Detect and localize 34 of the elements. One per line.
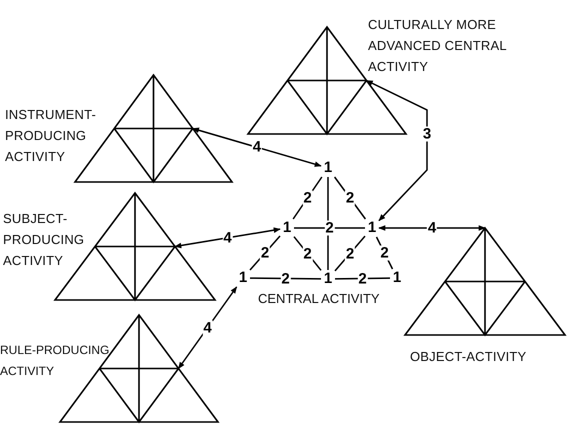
edge-label: 4 bbox=[426, 220, 438, 236]
edge-label: 2 bbox=[379, 246, 390, 260]
edge-label: 3 bbox=[422, 126, 432, 142]
connector-line bbox=[327, 177, 329, 270]
vertex-number: 1 bbox=[281, 220, 293, 236]
edge-label: 2 bbox=[280, 271, 291, 286]
vertex-number: 1 bbox=[322, 160, 334, 176]
edge-label: 2 bbox=[260, 246, 270, 260]
arrow bbox=[378, 225, 486, 231]
edge-label: 2 bbox=[324, 220, 335, 236]
connector-line bbox=[250, 277, 322, 280]
activity-label: RULE-PRODUCING ACTIVITY bbox=[0, 342, 110, 380]
vertex-number: 1 bbox=[366, 220, 378, 236]
activity-label: SUBJECT-PRODUCING ACTIVITY bbox=[3, 210, 83, 270]
vertex-number: 1 bbox=[322, 271, 334, 287]
activity-label: OBJECT-ACTIVITY bbox=[410, 348, 528, 366]
arrow bbox=[192, 128, 322, 167]
edge-label: 4 bbox=[222, 230, 233, 246]
edge-label: 2 bbox=[344, 190, 356, 206]
vertex-number: 1 bbox=[391, 270, 403, 286]
vertex-number: 1 bbox=[237, 270, 249, 286]
edge-label: 2 bbox=[302, 190, 313, 206]
arrow bbox=[366, 80, 428, 222]
edge-label: 2 bbox=[302, 246, 313, 261]
activity-label: CULTURALLY MORE ADVANCED CENTRAL ACTIVITY bbox=[368, 16, 508, 76]
caption-label: CENTRAL ACTIVITY bbox=[258, 291, 380, 307]
arrow bbox=[178, 286, 238, 370]
edge-label: 2 bbox=[357, 271, 368, 286]
arrow bbox=[174, 227, 281, 248]
edge-label: 4 bbox=[202, 320, 213, 336]
activity-label: INSTRUMENT-PRODUCING ACTIVITY bbox=[5, 106, 98, 166]
connector-line bbox=[294, 227, 365, 229]
edge-label: 2 bbox=[344, 246, 356, 261]
connector-line bbox=[334, 277, 390, 280]
